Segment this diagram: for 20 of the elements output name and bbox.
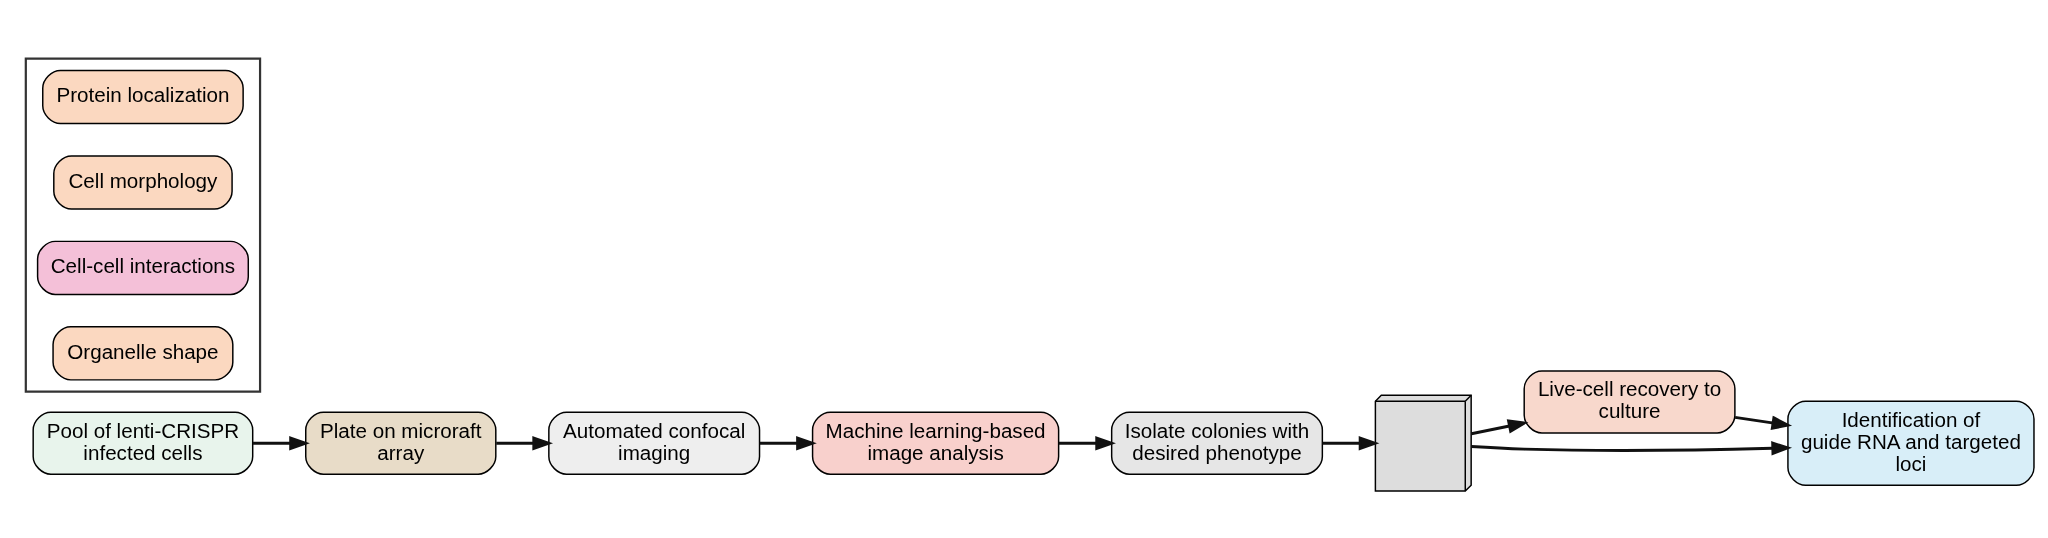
arrow	[252, 436, 310, 451]
arrow	[496, 436, 553, 451]
cluster	[24, 57, 262, 393]
arrow	[1058, 436, 1116, 451]
arrow	[1471, 419, 1529, 436]
arrow	[1471, 441, 1792, 456]
node-box: Protein localization	[42, 69, 244, 125]
arrow	[1322, 436, 1380, 451]
node-box: Organelle shape	[52, 326, 234, 381]
node-box: Cell-cell interactions	[36, 240, 249, 296]
node-box: Cell morphology	[53, 155, 233, 210]
node-box: Live-cell recovery to culture	[1523, 370, 1736, 434]
node-box: Automated confocal imaging	[548, 411, 761, 475]
arrow	[1734, 415, 1793, 430]
node-box: Plate on microraft array	[305, 411, 497, 475]
arrow	[759, 436, 817, 451]
node-box: Identification of guide RNA and targeted loci	[1787, 400, 2035, 486]
node-box: Pool of lenti-CRISPR infected cells	[32, 411, 254, 475]
node-box: Isolate colonies with desired phenotype	[1110, 411, 1324, 475]
node-box: Machine learning-based image analysis	[811, 411, 1060, 475]
